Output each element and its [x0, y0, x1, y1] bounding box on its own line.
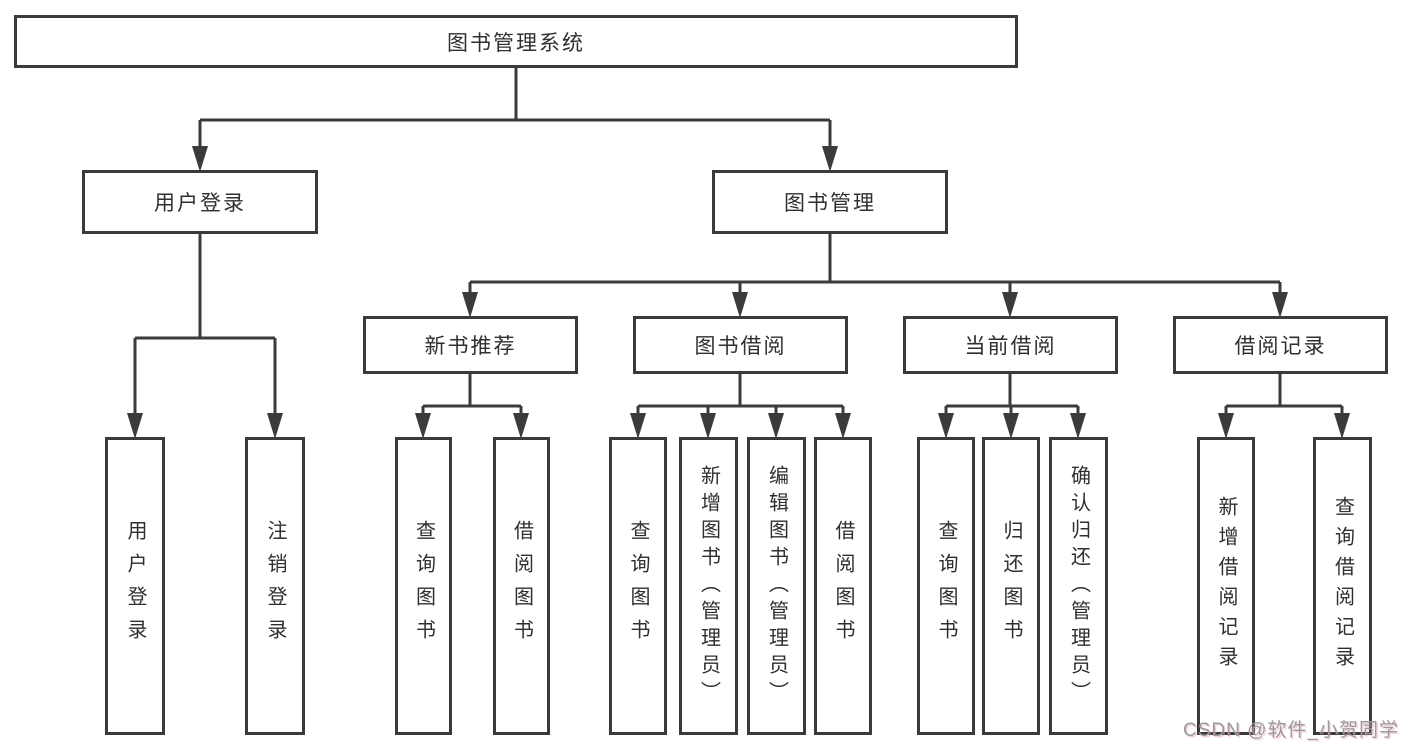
- arrow-icon: [835, 413, 851, 439]
- arrow-icon: [415, 413, 431, 439]
- node-label: 用户登录: [154, 192, 246, 215]
- leaf-label: 用户登录: [124, 520, 146, 652]
- node-current-borrow: 当前借阅: [903, 316, 1118, 374]
- arrow-icon: [1218, 413, 1234, 439]
- leaf-label: 新增图书（管理员）: [697, 464, 720, 708]
- leaf-logout: 注销登录: [245, 437, 305, 735]
- arrow-icon: [938, 413, 954, 439]
- node-label: 当前借阅: [964, 335, 1057, 358]
- node-root-system: 图书管理系统: [14, 15, 1018, 68]
- leaf-br-query-record: 查询借阅记录: [1313, 437, 1372, 735]
- leaf-nbr-query-books: 查询图书: [395, 437, 452, 735]
- leaf-label: 借阅图书: [510, 520, 533, 652]
- arrow-icon: [1003, 413, 1019, 439]
- arrow-icon: [822, 146, 838, 172]
- arrow-icon: [192, 146, 208, 172]
- leaf-br-add-record: 新增借阅记录: [1197, 437, 1255, 735]
- leaf-label: 查询图书: [627, 520, 649, 652]
- leaf-label: 归还图书: [1000, 520, 1022, 652]
- leaf-bb-edit-books-admin: 编辑图书（管理员）: [747, 437, 806, 735]
- arrow-icon: [700, 413, 716, 439]
- node-user-login: 用户登录: [82, 170, 318, 234]
- leaf-label: 新增借阅记录: [1215, 496, 1237, 676]
- watermark: CSDN @软件_小贺同学: [1183, 720, 1399, 741]
- arrow-icon: [267, 413, 283, 439]
- arrow-icon: [462, 292, 478, 318]
- leaf-label: 借阅图书: [832, 520, 854, 652]
- leaf-cb-confirm-return-admin: 确认归还（管理员）: [1049, 437, 1108, 735]
- node-book-management: 图书管理: [712, 170, 948, 234]
- arrow-icon: [732, 292, 748, 318]
- node-label: 图书管理: [784, 192, 876, 215]
- leaf-user-login: 用户登录: [105, 437, 165, 735]
- node-borrow-records: 借阅记录: [1173, 316, 1388, 374]
- leaf-bb-add-books-admin: 新增图书（管理员）: [679, 437, 738, 735]
- leaf-label: 查询借阅记录: [1331, 496, 1354, 676]
- leaf-label: 编辑图书（管理员）: [765, 464, 788, 708]
- arrow-icon: [768, 413, 784, 439]
- leaf-bb-query-books: 查询图书: [609, 437, 667, 735]
- leaf-bb-borrow-books: 借阅图书: [814, 437, 872, 735]
- node-label: 借阅记录: [1234, 335, 1327, 358]
- leaf-cb-return-books: 归还图书: [982, 437, 1040, 735]
- arrow-icon: [630, 413, 646, 439]
- arrow-icon: [1334, 413, 1350, 439]
- leaf-cb-query-books: 查询图书: [917, 437, 975, 735]
- node-new-book-recommend: 新书推荐: [363, 316, 578, 374]
- leaf-label: 确认归还（管理员）: [1067, 464, 1090, 708]
- arrow-icon: [513, 413, 529, 439]
- node-label: 图书借阅: [694, 335, 787, 358]
- arrow-icon: [1002, 292, 1018, 318]
- leaf-nbr-borrow-books: 借阅图书: [493, 437, 550, 735]
- arrow-icon: [1070, 413, 1086, 439]
- leaf-label: 查询图书: [935, 520, 957, 652]
- leaf-label: 注销登录: [264, 520, 286, 652]
- node-label: 新书推荐: [424, 335, 517, 358]
- node-book-borrow: 图书借阅: [633, 316, 848, 374]
- node-label: 图书管理系统: [447, 31, 585, 55]
- arrow-icon: [127, 413, 143, 439]
- arrow-icon: [1272, 292, 1288, 318]
- leaf-label: 查询图书: [412, 520, 435, 652]
